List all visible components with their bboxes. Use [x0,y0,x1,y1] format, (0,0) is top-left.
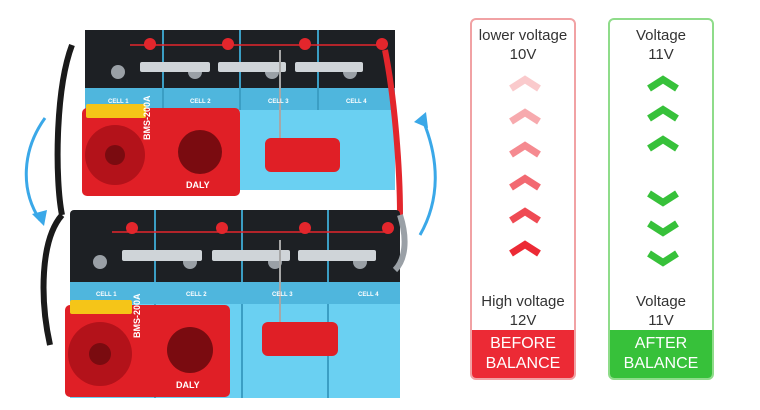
bottom-cell-3-label: CELL 3 [272,292,293,298]
top-cell-4-label: CELL 4 [346,99,367,105]
chevron-up-icon [647,135,679,152]
top-cell-3-label: CELL 3 [268,99,289,105]
chevron-up-icon [509,75,541,92]
after-bottom-line2: 11V [648,312,674,329]
left-flow-arrow [24,117,47,221]
battery-illustration: CELL 1 CELL 2 CELL 3 CELL 4 DALY BMS-200… [24,30,437,398]
before-bottom-line1: High voltage [481,293,565,310]
chevron-up-icon [509,240,541,257]
before-top-line1: lower voltage [478,27,568,44]
top-balancer-module [265,138,340,172]
chevron-up-icon [509,108,541,125]
chevron-up-icon [647,105,679,122]
bottom-balancer-module [262,322,338,356]
before-bottom-text: High voltage 12V [472,292,574,330]
before-balance-panel: lower voltage 10V High voltage 12V BEFOR… [470,18,576,380]
after-balance-panel: Voltage 11V Voltage 11V AFTER BALANCE [608,18,714,380]
bottom-bms-board: DALY BMS-200A [65,293,230,397]
top-cell-2-label: CELL 2 [190,99,211,105]
bottom-bms-label: BMS-200A [132,293,142,338]
bottom-cell-1-label: CELL 1 [96,292,117,298]
bottom-bms-brand: DALY [176,380,200,390]
before-bottom-line2: 12V [509,312,537,329]
before-balance-band: BEFORE BALANCE [472,330,574,378]
after-top-line1: Voltage [635,27,687,44]
after-bottom-line1: Voltage [635,293,687,310]
top-cell-1-label: CELL 1 [108,99,129,105]
top-bms-label: BMS-200A [142,95,152,140]
left-flow-arrowhead [32,210,47,226]
right-flow-arrowhead [414,112,428,128]
chevron-up-icon [509,141,541,158]
bottom-cell-4-label: CELL 4 [358,292,379,298]
before-band-line1: BEFORE [490,335,556,352]
right-flow-arrow [418,117,437,236]
after-band-line1: AFTER [634,335,688,352]
before-arrow-column [509,75,541,257]
before-top-line2: 10V [509,46,537,63]
before-top-text: lower voltage 10V [472,26,574,64]
chevron-up-icon [509,174,541,191]
chevron-down-icon [647,250,679,267]
bottom-cell-2-label: CELL 2 [186,292,207,298]
top-bms-board: DALY BMS-200A [82,95,240,196]
after-band-line2: BALANCE [623,355,699,372]
chevron-down-icon [647,190,679,207]
after-top-text: Voltage 11V [610,26,712,64]
after-bottom-text: Voltage 11V [610,292,712,330]
after-balance-band: AFTER BALANCE [610,330,712,378]
before-band-line2: BALANCE [485,355,561,372]
chevron-up-icon [509,207,541,224]
chevron-down-icon [647,220,679,237]
top-bms-brand: DALY [186,180,210,190]
after-top-line2: 11V [648,46,674,63]
chevron-up-icon [647,75,679,92]
after-arrow-column [647,75,679,267]
